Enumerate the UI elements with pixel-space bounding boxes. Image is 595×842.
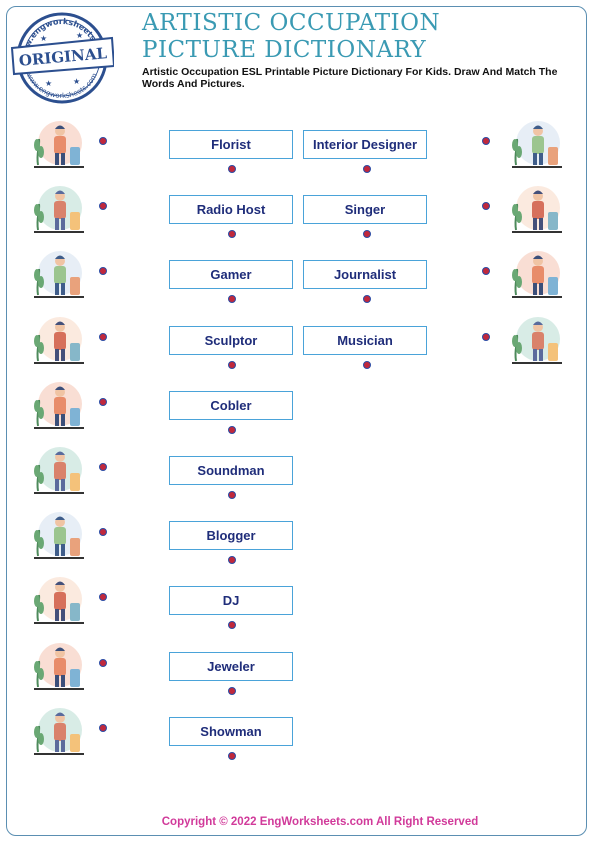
page-border (6, 6, 587, 836)
soundman-word-dot[interactable] (228, 491, 236, 499)
gamer-word-dot[interactable] (228, 295, 236, 304)
musician-picture-dot[interactable] (482, 332, 490, 341)
jeweler-illustration (30, 641, 86, 691)
showman-word-dot[interactable] (228, 751, 236, 760)
radio-host-word-dot[interactable] (228, 230, 236, 239)
journalist-illustration (508, 249, 564, 299)
sculptor-word-dot[interactable] (228, 360, 236, 369)
journalist-picture-dot[interactable] (482, 267, 490, 276)
page-subtitle: Artistic Occupation ESL Printable Pictur… (142, 66, 558, 90)
florist-picture-dot[interactable] (99, 137, 107, 145)
journalist-word-dot[interactable] (363, 295, 371, 304)
page-title: ARTISTIC OCCUPATION PICTURE DICTIONARY (142, 10, 441, 63)
interior-designer-illustration (508, 119, 564, 169)
cobler-word-box: Cobler (169, 390, 293, 420)
musician-word-dot[interactable] (363, 360, 371, 369)
cobler-word-dot[interactable] (228, 425, 236, 434)
sculptor-illustration (30, 315, 86, 365)
dj-word-box: DJ (169, 586, 293, 616)
gamer-word-box: Gamer (169, 260, 293, 290)
florist-word-dot[interactable] (228, 165, 236, 173)
dj-picture-dot[interactable] (99, 593, 107, 602)
musician-word-box: Musician (303, 325, 427, 355)
jeweler-picture-dot[interactable] (99, 658, 107, 667)
radio-host-word-box: Radio Host (169, 195, 293, 225)
jeweler-word-dot[interactable] (228, 686, 236, 695)
singer-illustration (508, 184, 564, 234)
musician-illustration (508, 315, 564, 365)
radio-host-illustration (30, 184, 86, 234)
florist-word-box: Florist (169, 130, 293, 159)
svg-text:★: ★ (73, 77, 80, 86)
svg-text:★: ★ (45, 79, 52, 88)
soundman-illustration (30, 445, 86, 495)
radio-host-picture-dot[interactable] (99, 202, 107, 211)
sculptor-picture-dot[interactable] (99, 332, 107, 341)
dj-word-dot[interactable] (228, 621, 236, 630)
interior-designer-word-box: Interior Designer (303, 130, 427, 159)
journalist-word-box: Journalist (303, 260, 427, 290)
showman-illustration (30, 706, 86, 756)
singer-word-box: Singer (303, 195, 427, 225)
gamer-illustration (30, 249, 86, 299)
svg-text:★: ★ (76, 31, 83, 40)
blogger-picture-dot[interactable] (99, 528, 107, 537)
svg-text:www.engworksheets.com: www.engworksheets.com (25, 72, 99, 100)
dj-illustration (30, 575, 86, 625)
cobler-picture-dot[interactable] (99, 397, 107, 406)
original-stamp-logo: www.engworksheets.com www.engworksheets.… (10, 8, 114, 104)
blogger-word-dot[interactable] (228, 556, 236, 565)
singer-picture-dot[interactable] (482, 202, 490, 211)
soundman-picture-dot[interactable] (99, 463, 107, 471)
jeweler-word-box: Jeweler (169, 651, 293, 681)
blogger-word-box: Blogger (169, 521, 293, 551)
florist-illustration (30, 119, 86, 169)
gamer-picture-dot[interactable] (99, 267, 107, 276)
showman-word-box: Showman (169, 716, 293, 746)
soundman-word-box: Soundman (169, 456, 293, 485)
svg-text:★: ★ (40, 34, 47, 43)
cobler-illustration (30, 380, 86, 430)
interior-designer-picture-dot[interactable] (482, 137, 490, 145)
interior-designer-word-dot[interactable] (363, 165, 371, 173)
copyright-footer: Copyright © 2022 EngWorksheets.com All R… (161, 816, 479, 828)
blogger-illustration (30, 510, 86, 560)
singer-word-dot[interactable] (363, 230, 371, 239)
showman-picture-dot[interactable] (99, 723, 107, 732)
sculptor-word-box: Sculptor (169, 325, 293, 355)
